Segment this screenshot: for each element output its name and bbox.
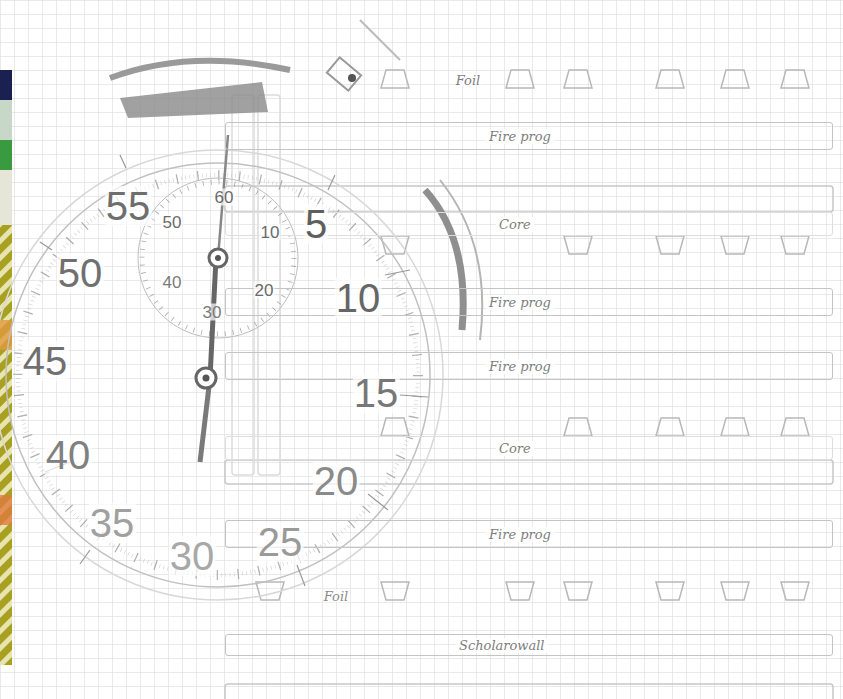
shelf-band: Core (225, 436, 833, 460)
handwritten-label: Fire prog (486, 527, 554, 542)
dial-number: 40 (45, 435, 92, 475)
handwritten-label: Scholarowall (456, 638, 548, 653)
dial-number: 50 (162, 214, 183, 231)
dial-number: 55 (105, 186, 152, 226)
dial-number: 5 (304, 204, 328, 244)
dial-number: 35 (89, 503, 136, 543)
shelf-band: Fire prog (225, 352, 833, 380)
shelf-band: Fire prog (225, 288, 833, 316)
handwritten-label: Fire prog (486, 129, 554, 144)
handwritten-label: Fire prog (486, 359, 554, 374)
dial-number: 30 (169, 536, 216, 576)
dial-number: 45 (22, 341, 69, 381)
shelf-band: Fire prog (225, 122, 833, 150)
dial-number: 60 (214, 189, 235, 206)
handwritten-label: Fire prog (486, 295, 554, 310)
shelf-bars (225, 95, 833, 699)
dial-number: 25 (257, 522, 304, 562)
dial-number: 30 (202, 304, 223, 321)
shelf-band: Fire prog (225, 520, 833, 548)
dial-number: 10 (260, 224, 281, 241)
dial-number: 40 (162, 274, 183, 291)
dial-number: 20 (313, 461, 360, 501)
dial-number: 10 (335, 278, 382, 318)
dial-number: 20 (254, 282, 275, 299)
shelf-band: Scholarowall (225, 634, 833, 656)
handwritten-note: Foil (455, 74, 481, 87)
handwritten-label: Core (496, 217, 534, 232)
handwritten-label: Core (496, 441, 534, 456)
handwritten-note: Foil (323, 590, 349, 603)
dial-number: 15 (353, 373, 400, 413)
dial-number: 50 (57, 253, 104, 293)
stopwatch (0, 20, 482, 600)
